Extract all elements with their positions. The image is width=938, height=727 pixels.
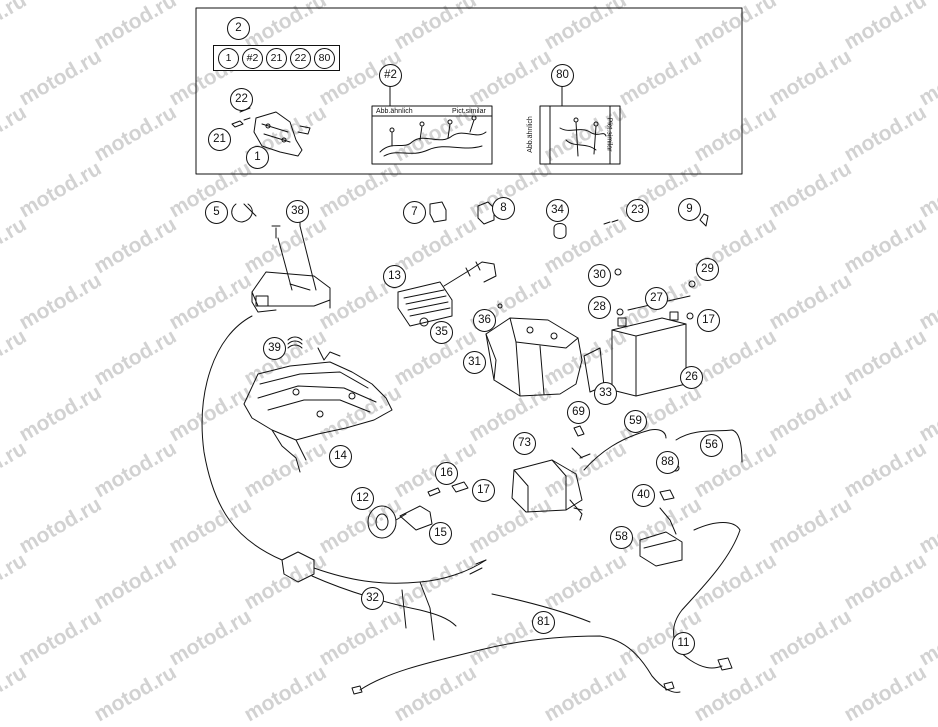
part-callout[interactable]: 38	[286, 200, 309, 223]
part-callout[interactable]: 31	[463, 351, 486, 374]
cable-11	[673, 529, 741, 669]
horn	[367, 505, 397, 539]
part-callout[interactable]: 2	[227, 17, 250, 40]
connecting-cable	[201, 315, 283, 561]
part-callout[interactable]: 39	[263, 337, 286, 360]
voltage-regulator	[397, 261, 497, 327]
part-callout[interactable]: 69	[567, 401, 590, 424]
part-callout[interactable]: 13	[383, 265, 406, 288]
part-callout[interactable]: 15	[429, 522, 452, 545]
part-callout[interactable]: 26	[680, 366, 703, 389]
inset-left-text: Abb.ähnlich	[376, 108, 413, 115]
part-callout[interactable]: 22	[230, 88, 253, 111]
part-callout[interactable]: 17	[472, 479, 495, 502]
part-callout[interactable]: 81	[532, 611, 555, 634]
battery-cable	[583, 429, 667, 471]
part-callout[interactable]: 34	[546, 199, 569, 222]
part-callout[interactable]: 30	[588, 264, 611, 287]
kit-member-callout[interactable]: 22	[290, 47, 311, 69]
part-callout[interactable]: 7	[403, 201, 426, 224]
part-callout[interactable]: 88	[656, 451, 679, 474]
starter-relay	[639, 531, 683, 567]
part-callout[interactable]: 9	[678, 198, 701, 221]
part-callout[interactable]: 32	[361, 587, 384, 610]
cable-tie	[231, 203, 253, 223]
harness-81	[359, 635, 681, 693]
bumper	[287, 336, 303, 349]
main-wiring-harness	[281, 551, 487, 641]
inset-right-text: Pict.similar	[452, 108, 486, 115]
inset-left-text: Abb.ähnlich	[526, 116, 534, 153]
kit-member-callout[interactable]: 80	[314, 47, 335, 69]
inset-right-text: Pict.similar	[605, 117, 613, 152]
part-callout[interactable]: 14	[329, 445, 352, 468]
part-callout[interactable]: 73	[513, 432, 536, 455]
part-callout[interactable]: 27	[645, 287, 668, 310]
kit-member-callout[interactable]: 1	[218, 47, 239, 69]
part-callout[interactable]: 16	[435, 462, 458, 485]
bracket-part	[231, 107, 311, 157]
kit-contents-row: 1 #2 21 22 80	[213, 45, 340, 71]
part-callout[interactable]: 17	[697, 309, 720, 332]
kit-frame	[195, 7, 743, 175]
part-callout[interactable]: 11	[672, 632, 695, 655]
battery-box	[485, 317, 583, 397]
ground-cable	[675, 429, 743, 463]
part-callout[interactable]: 35	[430, 321, 453, 344]
part-callout[interactable]: 58	[610, 526, 633, 549]
battery	[611, 311, 687, 397]
grommet	[553, 223, 567, 239]
part-callout[interactable]: 33	[594, 382, 617, 405]
part-callout[interactable]: 1	[246, 146, 269, 169]
clip	[477, 201, 495, 225]
starter-motor	[511, 459, 583, 521]
kit-member-callout[interactable]: #2	[242, 47, 263, 69]
part-callout[interactable]: #2	[379, 64, 402, 87]
relay	[429, 201, 447, 223]
part-callout[interactable]: 40	[632, 484, 655, 507]
control-unit	[251, 271, 331, 313]
part-callout[interactable]: 5	[205, 201, 228, 224]
part-callout[interactable]: 23	[626, 199, 649, 222]
part-callout[interactable]: 8	[492, 197, 515, 220]
harness-inset-80-art	[539, 81, 621, 165]
part-callout[interactable]: 21	[208, 128, 231, 151]
part-callout[interactable]: 12	[351, 487, 374, 510]
electrics-carrier	[243, 347, 393, 473]
part-callout[interactable]: 28	[588, 296, 611, 319]
part-callout[interactable]: 80	[551, 64, 574, 87]
part-callout[interactable]: 56	[700, 434, 723, 457]
harness-inset-2-art	[371, 82, 493, 165]
parts-line-art	[195, 7, 743, 695]
plug	[699, 213, 709, 227]
part-callout[interactable]: 36	[473, 309, 496, 332]
kit-member-callout[interactable]: 21	[266, 47, 287, 69]
part-callout[interactable]: 29	[696, 258, 719, 281]
part-callout[interactable]: 59	[624, 410, 647, 433]
